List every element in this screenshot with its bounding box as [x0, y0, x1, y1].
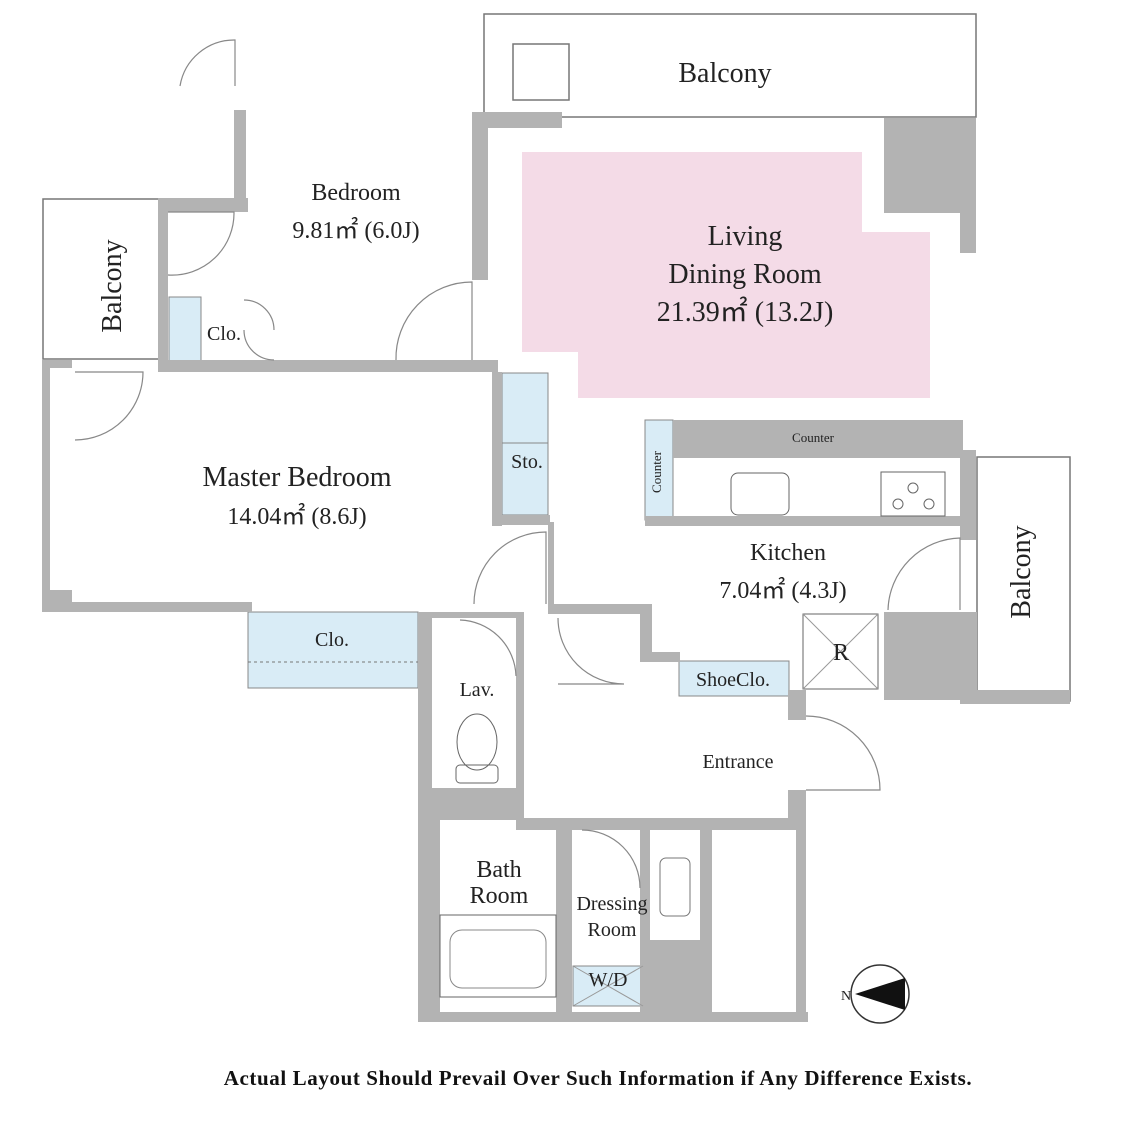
clo-small-label: Clo.	[207, 323, 241, 345]
toilet-icon	[456, 713, 498, 771]
lav-label: Lav.	[460, 679, 495, 701]
kitchen-name: Kitchen	[750, 540, 826, 566]
wd-cross-b	[572, 965, 644, 1007]
storage	[501, 442, 549, 516]
bathtub-icon	[439, 914, 557, 998]
fridge-icon	[802, 613, 879, 690]
bedroom-name: Bedroom	[311, 180, 401, 206]
sink-icon	[730, 472, 790, 516]
master-name: Master Bedroom	[203, 462, 392, 493]
balcony-top-label: Balcony	[678, 58, 771, 89]
burner-icon	[892, 482, 935, 510]
dress-line1: Dressing	[576, 893, 647, 915]
entrance-label: Entrance	[702, 751, 773, 773]
balcony-top-unit	[512, 43, 570, 101]
washbasin-icon	[659, 857, 691, 917]
dress-line2: Room	[588, 919, 637, 941]
stove-icon	[880, 471, 946, 517]
shoe-closet	[678, 660, 790, 697]
bath-line2: Room	[470, 883, 529, 909]
compass-label: N	[841, 989, 851, 1004]
bathtub-basin	[449, 929, 547, 989]
counter-h-label: Counter	[792, 430, 835, 445]
shoe-label: ShoeClo.	[696, 669, 770, 691]
kitchen-area: 7.04㎡ (4.3J)	[719, 577, 846, 604]
fridge-cross-b	[802, 613, 879, 690]
bath-line1: Bath	[476, 857, 521, 883]
bedroom-area: 9.81㎡ (6.0J)	[292, 217, 419, 244]
closet-small	[168, 296, 202, 364]
fridge-label: R	[833, 640, 849, 666]
storage-upper	[501, 372, 549, 444]
ldr-highlight	[522, 152, 930, 398]
counter-v-label: Counter	[649, 450, 664, 493]
ldr-line2: Dining Room	[668, 259, 821, 290]
ldr-area: 21.39㎡ (13.2J)	[657, 296, 834, 328]
compass-icon	[850, 964, 910, 1024]
balcony-top-outline	[483, 13, 977, 118]
balcony-left-label: Balcony	[97, 239, 128, 332]
door-swings	[74, 39, 961, 889]
ldr-line1: Living	[708, 221, 783, 252]
counter-vertical	[644, 419, 674, 521]
sto-label: Sto.	[511, 451, 543, 473]
wd-label: W/D	[589, 969, 628, 991]
footer-note: Actual Layout Should Prevail Over Such I…	[224, 1066, 973, 1090]
walls	[42, 110, 1070, 1022]
toilet-tank	[455, 764, 499, 784]
clo-master-label: Clo.	[315, 629, 349, 651]
balcony-right-label: Balcony	[1006, 525, 1037, 618]
closet-master	[247, 611, 419, 689]
master-area: 14.04㎡ (8.6J)	[227, 503, 366, 530]
